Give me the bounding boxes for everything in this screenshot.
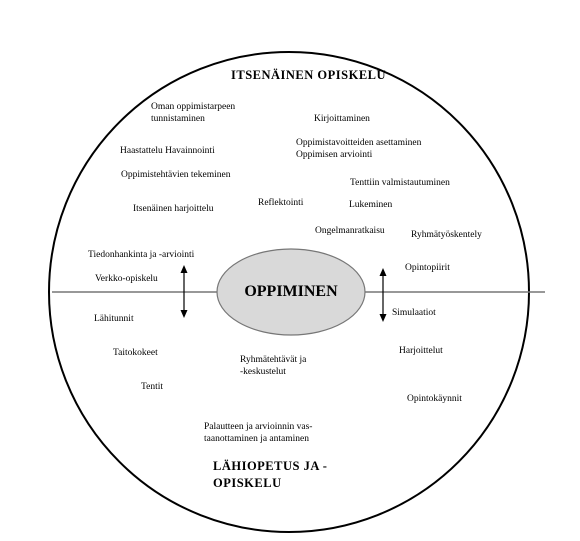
- left-double-arrow: [180, 265, 188, 318]
- label-ryhmatehtavat-line2: -keskustelut: [240, 367, 286, 377]
- bottom-heading-line1: LÄHIOPETUS JA -: [213, 459, 328, 473]
- label-palaute-line1: Palautteen ja arvioinnin vas-: [204, 422, 313, 432]
- bottom-heading-line2: OPISKELU: [213, 476, 282, 490]
- label-lukeminen: Lukeminen: [349, 200, 393, 210]
- label-tenttiin: Tenttiin valmistautuminen: [350, 178, 450, 188]
- label-ongelmanratkaisu: Ongelmanratkaisu: [315, 226, 385, 236]
- label-harjoitteet: Harjoittelut: [399, 346, 443, 356]
- label-reflektointi: Reflektointi: [258, 198, 304, 208]
- label-oman-line1: Oman oppimistarpeen: [151, 102, 236, 112]
- label-simulaatiot: Simulaatiot: [392, 308, 436, 318]
- label-kirjoittaminen: Kirjoittaminen: [314, 114, 370, 124]
- label-opintopiirit: Opintopiirit: [405, 263, 450, 273]
- top-heading: ITSENÄINEN OPISKELU: [231, 68, 387, 82]
- label-tiedonhankinta: Tiedonhankinta ja -arviointi: [88, 250, 195, 260]
- label-tentit: Tentit: [141, 382, 164, 392]
- label-verkko: Verkko-opiskelu: [95, 274, 158, 284]
- label-haastattelu: Haastattelu Havainnointi: [120, 146, 215, 156]
- label-taitokokeet: Taitokokeet: [113, 348, 158, 358]
- label-lahitunnit: Lähitunnit: [94, 314, 134, 324]
- label-harjoittelu: Itsenäinen harjoittelu: [133, 204, 214, 214]
- label-tavoitteet-line2: Oppimisen arviointi: [296, 150, 373, 160]
- label-palaute-line2: taanottaminen ja antaminen: [204, 434, 309, 444]
- label-tehtavat: Oppimistehtävien tekeminen: [121, 170, 231, 180]
- label-opintokaynnit: Opintokäynnit: [407, 394, 462, 404]
- label-tavoitteet-line1: Oppimistavoitteiden asettaminen: [296, 138, 422, 148]
- label-ryhmatyo: Ryhmätyöskentely: [411, 230, 482, 240]
- center-ellipse: [216, 248, 366, 336]
- right-double-arrow: [379, 268, 387, 322]
- center-label: OPPIMINEN: [244, 283, 338, 300]
- label-oman-line2: tunnistaminen: [151, 114, 205, 124]
- label-ryhmatehtavat-line1: Ryhmätehtävät ja: [240, 355, 307, 365]
